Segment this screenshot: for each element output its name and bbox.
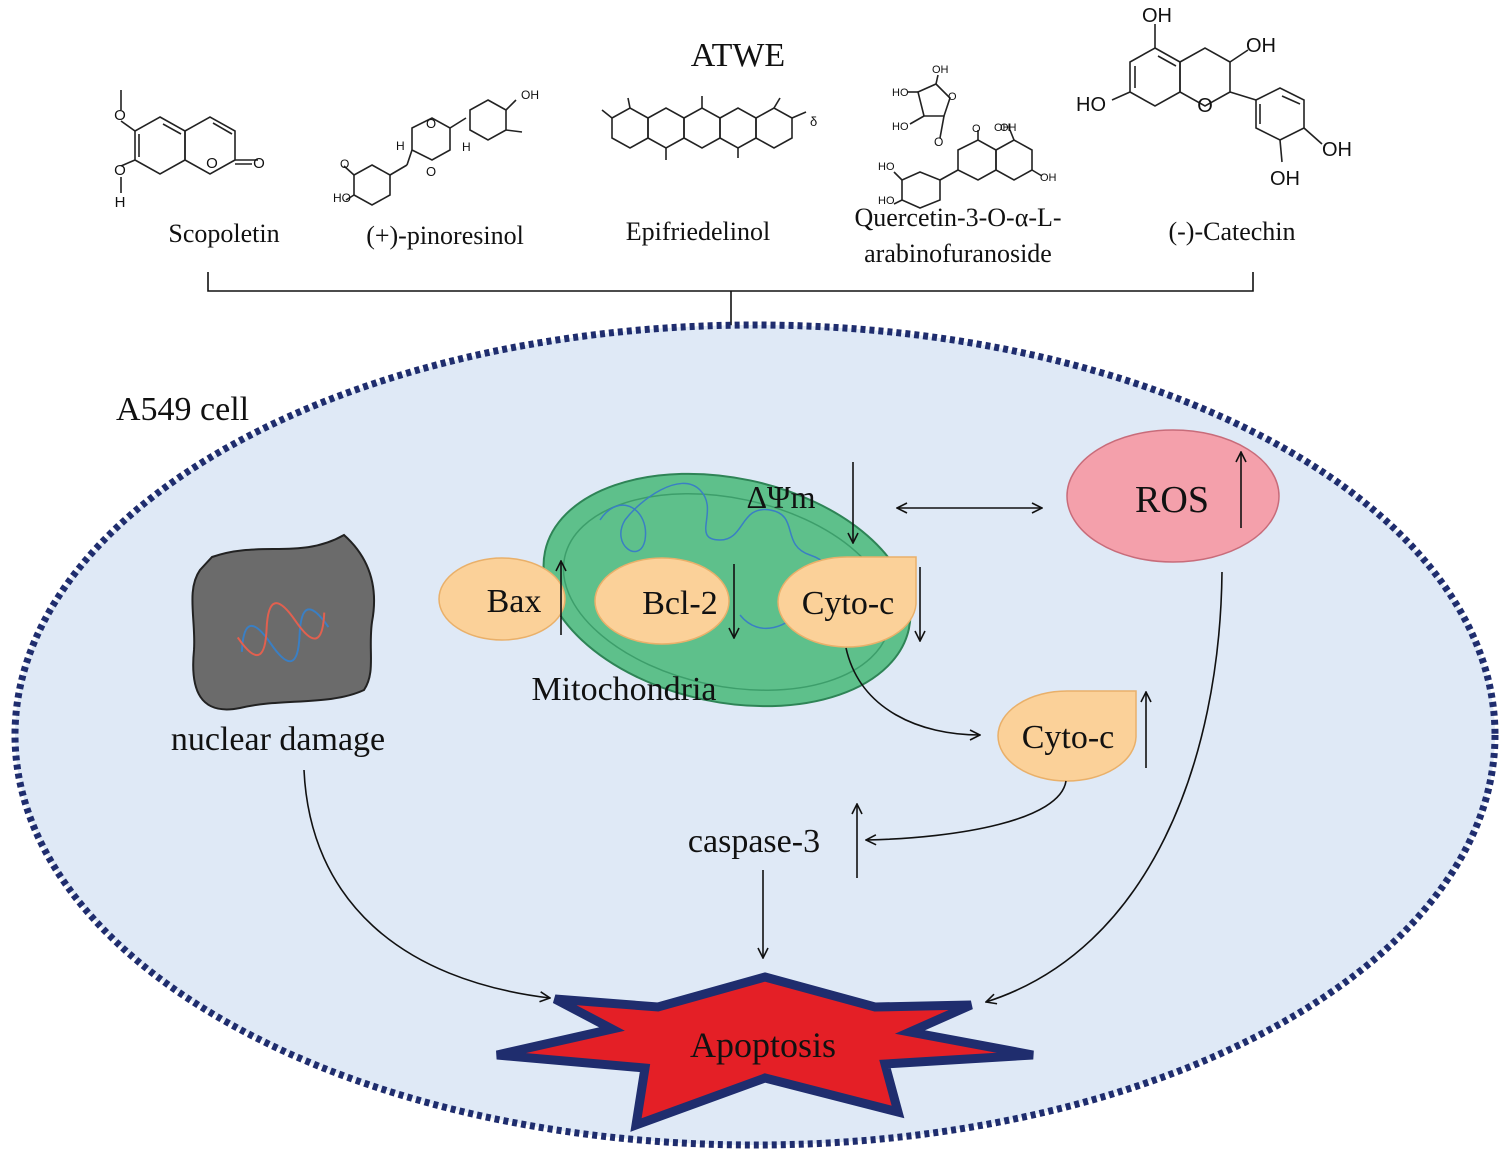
pinoresinol-atom: O bbox=[340, 157, 349, 171]
cell-label: A549 cell bbox=[116, 391, 249, 428]
scopoletin-atom: O bbox=[114, 162, 126, 179]
epifriedelinol-atom: δ bbox=[810, 114, 817, 129]
quercetin-atom: HO bbox=[892, 87, 909, 99]
quercetin-atom: O bbox=[972, 123, 981, 135]
pinoresinol-atom: O bbox=[426, 164, 436, 179]
quercetin-atom: O bbox=[934, 135, 943, 149]
compound-label-quercetin-line1: Quercetin-3-O-α-L- bbox=[854, 203, 1061, 232]
ros-node bbox=[1066, 429, 1280, 563]
quercetin-atom: OH bbox=[994, 122, 1011, 134]
catechin-atom: OH bbox=[1270, 168, 1300, 190]
quercetin-atom: HO bbox=[878, 161, 895, 173]
quercetin-atom: OH bbox=[1040, 172, 1057, 184]
bcl2-label: Bcl-2 bbox=[642, 585, 718, 622]
quercetin-atom: HO bbox=[878, 195, 895, 207]
caspase3-label: caspase-3 bbox=[688, 823, 820, 860]
cyto-c-mito-node bbox=[777, 556, 917, 648]
catechin-atom: HO bbox=[1076, 94, 1106, 116]
pinoresinol-structure: OH O O H H O HO bbox=[333, 88, 539, 206]
apoptosis-label: Apoptosis bbox=[690, 1025, 836, 1065]
ros-label: ROS bbox=[1135, 479, 1209, 521]
quercetin-atom: OH bbox=[932, 64, 949, 76]
scopoletin-atom: O bbox=[114, 107, 126, 124]
compound-label-catechin: (-)-Catechin bbox=[1168, 217, 1295, 246]
pinoresinol-atom: OH bbox=[521, 88, 539, 102]
catechin-atom: OH bbox=[1142, 5, 1172, 27]
damaged-nucleus bbox=[191, 533, 376, 711]
quercetin-atom: HO bbox=[892, 121, 909, 133]
epifriedelinol-structure: δ bbox=[601, 96, 817, 160]
apoptosis-star bbox=[496, 972, 1034, 1132]
cyto-c-cytosol-node bbox=[997, 690, 1137, 782]
quercetin-arabinofuranoside-structure: OH HO HO O O OH HO HO O OH OH bbox=[878, 64, 1057, 209]
delta-psi-m-label: ΔΨm bbox=[746, 479, 815, 515]
cyto-c-release-arrow bbox=[845, 647, 980, 735]
mitochondria-label: Mitochondria bbox=[531, 671, 716, 708]
compound-label-scopoletin: Scopoletin bbox=[168, 219, 279, 248]
pinoresinol-atom: O bbox=[426, 116, 436, 131]
catechin-atom: OH bbox=[1246, 35, 1276, 57]
ros-to-apoptosis-arrow bbox=[986, 571, 1223, 1002]
compound-bracket bbox=[207, 272, 1254, 292]
compound-label-epifriedelinol: Epifriedelinol bbox=[626, 217, 770, 246]
nuclear-to-apoptosis-arrow bbox=[303, 769, 550, 998]
compound-label-quercetin-line2: arabinofuranoside bbox=[864, 239, 1052, 268]
bax-node bbox=[438, 557, 566, 641]
quercetin-atom: OH bbox=[1000, 122, 1017, 134]
cyto-c-to-caspase-arrow bbox=[866, 780, 1067, 840]
scopoletin-structure: O O H O O bbox=[114, 90, 265, 211]
bcl2-node bbox=[594, 557, 730, 645]
bax-label: Bax bbox=[487, 583, 542, 620]
nuclear-damage-label: nuclear damage bbox=[171, 721, 385, 758]
scopoletin-atom: O bbox=[206, 155, 218, 172]
pinoresinol-atom: HO bbox=[333, 191, 351, 205]
cyto-c-mito-label: Cyto-c bbox=[802, 585, 895, 622]
quercetin-atom: O bbox=[948, 91, 957, 103]
scopoletin-atom: O bbox=[253, 155, 265, 172]
catechin-atom: O bbox=[1197, 95, 1213, 117]
pinoresinol-atom: H bbox=[396, 139, 405, 153]
cyto-c-cytosol-label: Cyto-c bbox=[1022, 719, 1115, 756]
catechin-structure: OH OH HO O OH OH bbox=[1076, 5, 1352, 190]
diagram-title: ATWE bbox=[691, 37, 785, 74]
compound-label-pinoresinol: (+)-pinoresinol bbox=[366, 221, 524, 250]
catechin-atom: OH bbox=[1322, 139, 1352, 161]
scopoletin-atom: H bbox=[115, 194, 126, 211]
pinoresinol-atom: H bbox=[462, 140, 471, 154]
